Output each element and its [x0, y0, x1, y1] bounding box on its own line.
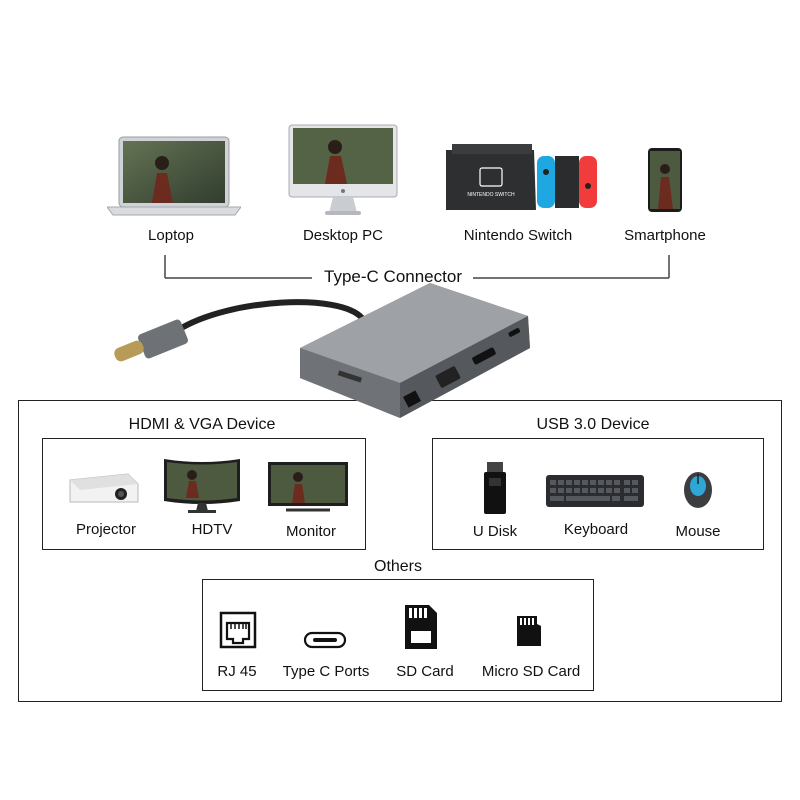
hdmi-group-box	[42, 438, 366, 550]
nintendo-switch-image: NINTENDO SWITCH	[444, 142, 606, 214]
laptop-image	[107, 135, 241, 217]
micro-sd-card-icon	[515, 614, 543, 648]
others-group-title: Others	[373, 558, 423, 575]
device-label-desktop: Desktop PC	[302, 227, 384, 244]
connector-bracket	[164, 255, 670, 279]
usb-group-title: USB 3.0 Device	[536, 416, 650, 433]
device-label-laptop: Loptop	[148, 227, 194, 244]
others-group-box	[202, 579, 594, 691]
others-item-rj45: RJ 45	[217, 663, 257, 680]
monitor-icon	[266, 460, 350, 514]
mouse-icon	[681, 470, 715, 510]
smartphone-image	[647, 147, 683, 213]
sd-card-icon	[403, 603, 439, 651]
device-label-phone: Smartphone	[624, 227, 706, 244]
usb-item-udisk: U Disk	[472, 523, 518, 540]
type-c-port-icon	[303, 631, 347, 649]
others-item-micro-sd: Micro SD Card	[481, 663, 581, 680]
hdmi-item-hdtv: HDTV	[191, 521, 233, 538]
usb-group-box	[432, 438, 764, 550]
device-label-switch: Nintendo Switch	[463, 227, 573, 244]
switch-logo-text: NINTENDO SWITCH	[467, 192, 515, 198]
rj45-icon	[219, 611, 257, 649]
others-item-type-c: Type C Ports	[282, 663, 370, 680]
usb-disk-icon	[481, 460, 511, 516]
type-c-hub-image	[114, 283, 530, 418]
keyboard-icon	[545, 474, 645, 508]
hdmi-item-projector: Projector	[75, 521, 137, 538]
connector-label: Type-C Connector	[324, 267, 462, 286]
usb-item-mouse: Mouse	[675, 523, 721, 540]
hdmi-item-monitor: Monitor	[285, 523, 337, 540]
hdmi-group-title: HDMI & VGA Device	[128, 416, 276, 433]
hdtv-icon	[162, 457, 242, 515]
others-item-sd-card: SD Card	[396, 663, 454, 680]
usb-item-keyboard: Keyboard	[563, 521, 629, 538]
projector-icon	[66, 470, 140, 506]
desktop-pc-image	[287, 123, 399, 218]
